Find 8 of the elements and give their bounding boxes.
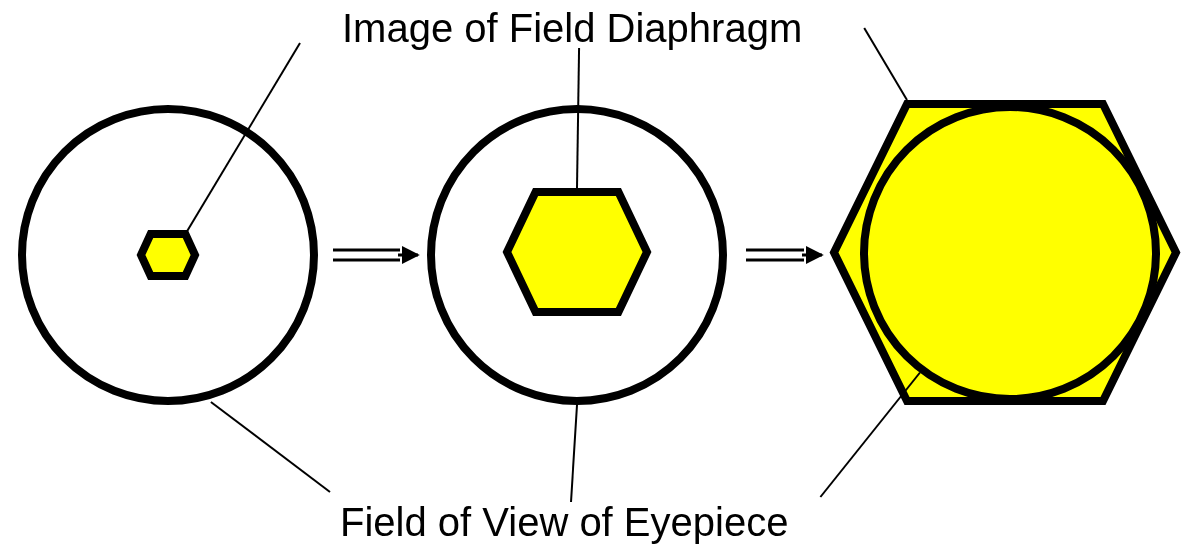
double-arrow	[331, 246, 420, 264]
double-arrow	[744, 246, 824, 264]
leader-line	[570, 404, 578, 503]
leader-line	[576, 47, 581, 189]
leader-line	[819, 371, 921, 498]
leader-line	[863, 27, 908, 101]
leader-line	[209, 401, 331, 493]
leader-line	[185, 42, 301, 233]
